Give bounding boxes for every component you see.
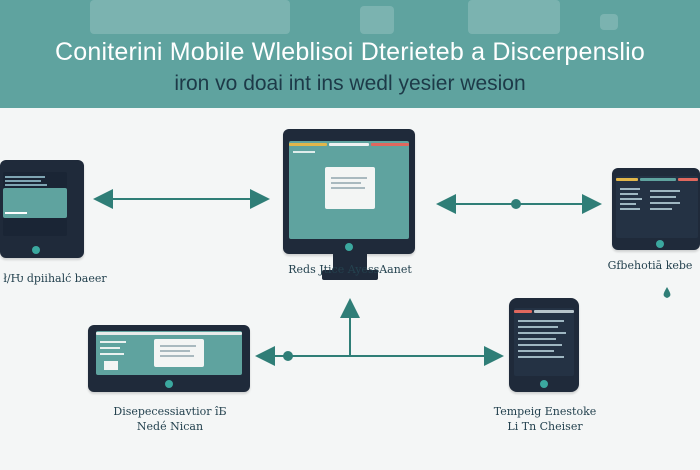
arrow-node-bottom <box>283 351 293 361</box>
bottom-left-label-line1: Disepecessiavtior îБ <box>113 405 227 418</box>
banner-ghost-laptop <box>90 0 290 34</box>
left-device-label: ł/Ƕ dpiihalć baeer <box>3 272 107 285</box>
bottom-left-dialog <box>154 339 204 367</box>
banner-ghost-monitor <box>468 0 560 34</box>
right-device-label: Gfbehotiā kebe <box>607 259 693 272</box>
right-tablet-home-button <box>656 240 664 248</box>
bottom-right-phone-home-button <box>540 380 548 388</box>
center-monitor-power-dot <box>345 243 353 251</box>
center-monitor-neck <box>333 254 367 270</box>
banner-ghost-small <box>600 14 618 30</box>
arrow-node-right <box>511 199 521 209</box>
banner-title-line2: iron vo doai int ins wedl yesier wesion <box>174 72 526 95</box>
left-tablet-home-button <box>32 246 40 254</box>
center-monitor-screen <box>289 141 409 239</box>
bottom-right-label-line2: Li Tn Cheiser <box>507 420 583 433</box>
bottom-left-play-button <box>104 361 118 370</box>
center-monitor-label: Reds Jtice AyessAanet <box>288 263 412 276</box>
bottom-left-tablet <box>88 325 250 392</box>
header-banner: Coniterini Mobile Wleblisoi Dterieteb a … <box>0 0 700 108</box>
banner-ghost-phone <box>360 6 394 34</box>
right-tablet-screen <box>616 176 698 238</box>
bottom-left-tablet-screen <box>96 331 242 375</box>
bottom-right-label-line1: Tempeig Enestoke <box>493 405 597 418</box>
center-dialog-box <box>325 167 375 209</box>
bottom-right-phone <box>509 298 579 392</box>
center-monitor-base <box>322 270 378 280</box>
bottom-left-tablet-home-button <box>165 380 173 388</box>
center-monitor <box>283 129 415 254</box>
banner-title-line1: Coniterini Mobile Wleblisoi Dterieteb a … <box>54 38 645 66</box>
right-tablet-device <box>612 168 700 250</box>
droplet-icon <box>663 287 671 298</box>
bottom-right-phone-screen <box>514 308 574 376</box>
bottom-left-label-line2: Nedé Nican <box>136 420 204 433</box>
left-tablet-device <box>0 160 84 258</box>
